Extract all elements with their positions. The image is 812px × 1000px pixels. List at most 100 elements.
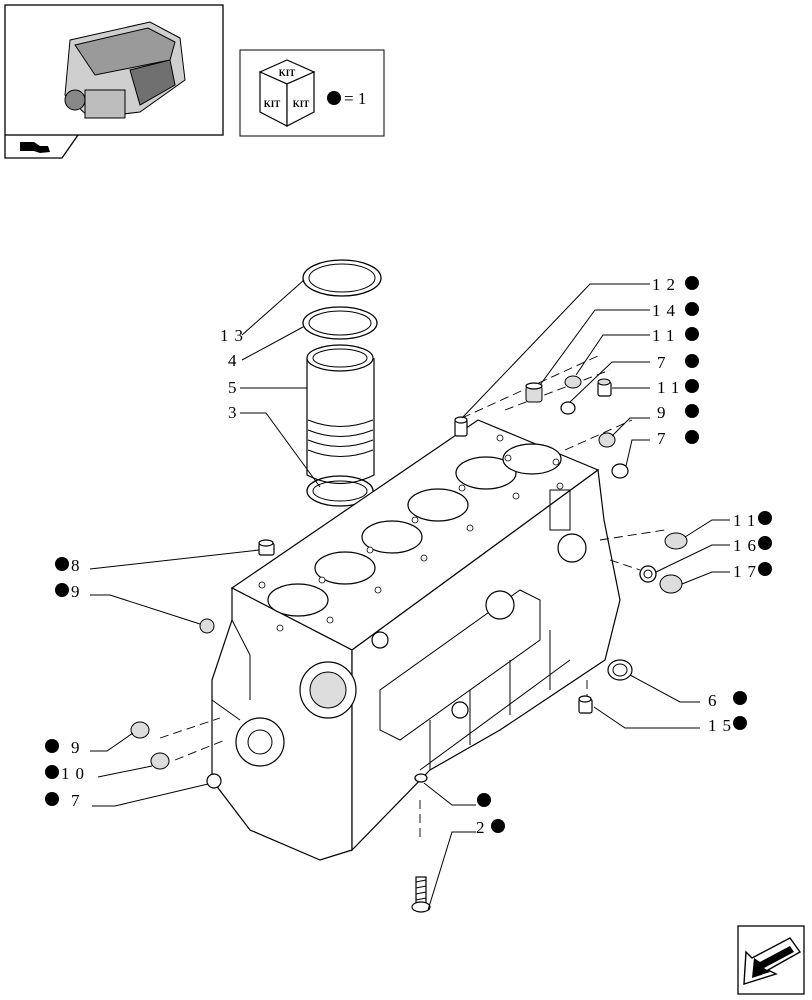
kit-dot-icon	[55, 583, 69, 597]
callout-8[interactable]: 8	[55, 556, 86, 575]
callout-14-number: 14	[652, 301, 681, 320]
liner-assembly	[302, 259, 382, 507]
callout-12[interactable]: 12	[652, 275, 699, 294]
callout-11a[interactable]: 11	[652, 326, 699, 345]
arrow-icon	[743, 937, 802, 985]
callout-2[interactable]: 2	[476, 818, 505, 837]
plug-9a	[598, 432, 616, 448]
plug-11b	[597, 378, 612, 397]
plug-8	[258, 539, 275, 556]
callout-3[interactable]: 3	[228, 403, 243, 422]
kit-legend-text: = 1	[344, 89, 366, 108]
dowel-15	[578, 695, 593, 714]
callout-10-number: 10	[61, 764, 90, 783]
callout-9c[interactable]: 9	[45, 738, 86, 757]
callout-11c-number: 11	[733, 511, 761, 530]
callout-11a-number: 11	[652, 326, 680, 345]
callout-6[interactable]: 6	[708, 691, 747, 710]
callout-7c[interactable]: 7	[45, 791, 86, 810]
small-parts	[130, 375, 688, 913]
leader-lines	[89, 279, 730, 911]
callout-13-number: 13	[220, 326, 249, 345]
cap-6	[607, 659, 633, 681]
callout-8-number: 8	[71, 556, 86, 575]
plug-11a	[564, 375, 582, 389]
nav-tab[interactable]	[4, 134, 79, 159]
callout-7a[interactable]: 7	[657, 353, 699, 372]
callout-17[interactable]: 17	[733, 562, 772, 581]
washer-16	[639, 565, 657, 583]
callout-11c[interactable]: 11	[733, 511, 772, 530]
kit-cube-left-label: KIT	[264, 99, 281, 109]
kit-dot-icon	[327, 91, 341, 105]
callout-11b[interactable]: 11	[657, 378, 699, 397]
kit-legend: KIT KIT KIT = 1	[239, 49, 385, 137]
kit-dot-icon	[733, 691, 747, 705]
dowel-1	[414, 773, 428, 783]
kit-dot-icon	[685, 404, 699, 418]
kit-dot-icon	[758, 511, 772, 525]
callout-13[interactable]: 13	[220, 326, 249, 345]
callout-16-number: 16	[733, 536, 762, 555]
kit-cube-top-label: KIT	[279, 68, 296, 78]
bolt-2	[411, 876, 431, 913]
callout-7c-number: 7	[71, 791, 86, 810]
callout-4-number: 4	[228, 351, 243, 370]
kit-dot-icon	[477, 793, 491, 807]
callout-3-number: 3	[228, 403, 243, 422]
callout-5[interactable]: 5	[228, 378, 243, 397]
kit-cube-right-label: KIT	[293, 99, 310, 109]
kit-dot-icon	[685, 327, 699, 341]
callout-14[interactable]: 14	[652, 301, 699, 320]
callout-9a-number: 9	[657, 403, 672, 422]
callout-labels: 12 14 11 7 11 9 7 13 4 5 3 11 16 17 8 9 …	[45, 275, 772, 837]
plug-7c	[206, 773, 222, 789]
kit-dot-icon	[758, 562, 772, 576]
callout-2-number: 2	[476, 818, 491, 837]
plug-10	[150, 752, 170, 770]
callout-9c-number: 9	[71, 738, 86, 757]
plug-7a	[560, 401, 576, 415]
engine-block	[159, 354, 666, 861]
callout-7a-number: 7	[657, 353, 672, 372]
plug-14	[525, 382, 543, 403]
callout-10[interactable]: 10	[45, 764, 90, 783]
next-page-button[interactable]	[737, 925, 805, 995]
kit-dot-icon	[685, 302, 699, 316]
callout-6-number: 6	[708, 691, 723, 710]
plug-17	[659, 574, 683, 594]
kit-dot-icon	[733, 716, 747, 730]
kit-dot-icon	[55, 557, 69, 571]
kit-dot-icon	[685, 354, 699, 368]
kit-dot-icon	[685, 379, 699, 393]
callout-5-number: 5	[228, 378, 243, 397]
kit-dot-icon	[685, 276, 699, 290]
callout-9a[interactable]: 9	[657, 403, 699, 422]
plug-12	[454, 416, 468, 437]
engine-thumbnail-icon	[64, 21, 186, 119]
kit-cube-icon: KIT KIT KIT	[258, 59, 316, 127]
plug-7b	[611, 463, 629, 479]
plug-9b	[199, 618, 215, 634]
callout-12-number: 12	[652, 275, 681, 294]
callout-4[interactable]: 4	[228, 351, 243, 370]
callout-1[interactable]	[477, 793, 491, 807]
kit-dot-icon	[45, 765, 59, 779]
kit-dot-icon	[45, 739, 59, 753]
callout-16[interactable]: 16	[733, 536, 772, 555]
callout-11b-number: 11	[657, 378, 685, 397]
callout-17-number: 17	[733, 562, 762, 581]
plug-11c	[664, 532, 688, 550]
callout-9b[interactable]: 9	[55, 582, 86, 601]
kit-dot-icon	[45, 792, 59, 806]
callout-7b[interactable]: 7	[657, 429, 699, 448]
plug-9c	[130, 721, 150, 739]
callout-9b-number: 9	[71, 582, 86, 601]
kit-dot-icon	[758, 536, 772, 550]
callout-15[interactable]: 15	[708, 716, 747, 735]
callout-7b-number: 7	[657, 429, 672, 448]
engine-thumbnail-panel[interactable]	[4, 4, 224, 136]
kit-dot-icon	[685, 430, 699, 444]
callout-15-number: 15	[708, 716, 737, 735]
